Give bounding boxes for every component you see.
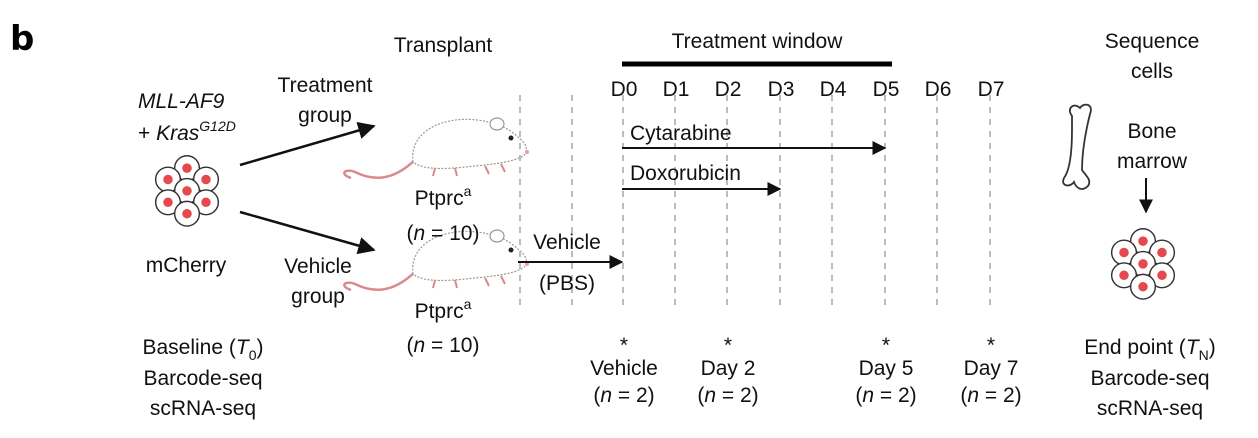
- vehicle-group-line2: group: [291, 285, 345, 308]
- vehicle-treatment-label: Vehicle: [533, 231, 601, 254]
- day-label-d2: D2: [715, 78, 742, 101]
- sequenced-cell-cluster: [1110, 228, 1176, 300]
- sequence-header-line1: Sequence: [1105, 30, 1200, 53]
- panel-label: b: [10, 19, 34, 59]
- bone-marrow-line1: Bone: [1127, 120, 1176, 143]
- endpoint-label: End point (TN): [1084, 336, 1216, 363]
- doxorubicin-label: Doxorubicin: [630, 162, 741, 185]
- day-label-d5: D5: [873, 78, 900, 101]
- sample-marker-day2: *: [724, 334, 732, 357]
- treatment-arrow: [239, 121, 376, 167]
- baseline-assay2: scRNA-seq: [150, 397, 256, 420]
- bone-icon: [1062, 103, 1092, 190]
- sample-label-day5: Day 5: [859, 357, 914, 380]
- treatment-group-line1: Treatment: [278, 74, 373, 97]
- sample-n-day5: (n = 2): [855, 384, 916, 407]
- sample-label-day7: Day 7: [964, 357, 1019, 380]
- leukemia-cell-cluster: [154, 155, 220, 227]
- transplant-header: Transplant: [394, 34, 493, 57]
- treatment-group-line2: group: [298, 104, 352, 127]
- sample-label-day2: Day 2: [701, 357, 756, 380]
- vehicle-mouse-strain: Ptprca: [415, 296, 472, 323]
- reporter-label: mCherry: [146, 254, 227, 277]
- day-label-d7: D7: [978, 78, 1005, 101]
- endpoint-assay2: scRNA-seq: [1097, 397, 1203, 420]
- vehicle-pbs-label: (PBS): [539, 272, 595, 295]
- genotype-line2: + KrasG12D: [138, 118, 236, 145]
- vehicle-group-line1: Vehicle: [284, 255, 352, 278]
- sequence-header-line2: cells: [1131, 60, 1173, 83]
- sample-marker-day5: *: [882, 334, 890, 357]
- bone-marrow-line2: marrow: [1117, 150, 1188, 173]
- vehicle-arrow: [239, 210, 376, 255]
- baseline-label: Baseline (T0): [142, 336, 263, 363]
- vehicle-mouse-n: (n = 10): [407, 334, 480, 357]
- endpoint-assay1: Barcode-seq: [1090, 367, 1209, 390]
- genotype-line1: MLL-AF9: [138, 90, 225, 113]
- sample-marker-day7: *: [987, 334, 995, 357]
- treatment-mouse-strain: Ptprca: [415, 183, 472, 210]
- treatment-mouse-n: (n = 10): [407, 222, 480, 245]
- sample-n-vehicle: (n = 2): [593, 384, 654, 407]
- day-label-d6: D6: [925, 78, 952, 101]
- sample-n-day2: (n = 2): [697, 384, 758, 407]
- treatment-window-header: Treatment window: [672, 30, 844, 53]
- day-label-d3: D3: [768, 78, 795, 101]
- sample-marker-vehicle: *: [620, 334, 628, 357]
- day-label-d0: D0: [611, 78, 638, 101]
- day-label-d1: D1: [663, 78, 690, 101]
- sample-n-day7: (n = 2): [960, 384, 1021, 407]
- cytarabine-label: Cytarabine: [630, 122, 732, 145]
- sample-label-vehicle: Vehicle: [590, 357, 658, 380]
- day-label-d4: D4: [820, 78, 847, 101]
- baseline-assay1: Barcode-seq: [143, 367, 262, 390]
